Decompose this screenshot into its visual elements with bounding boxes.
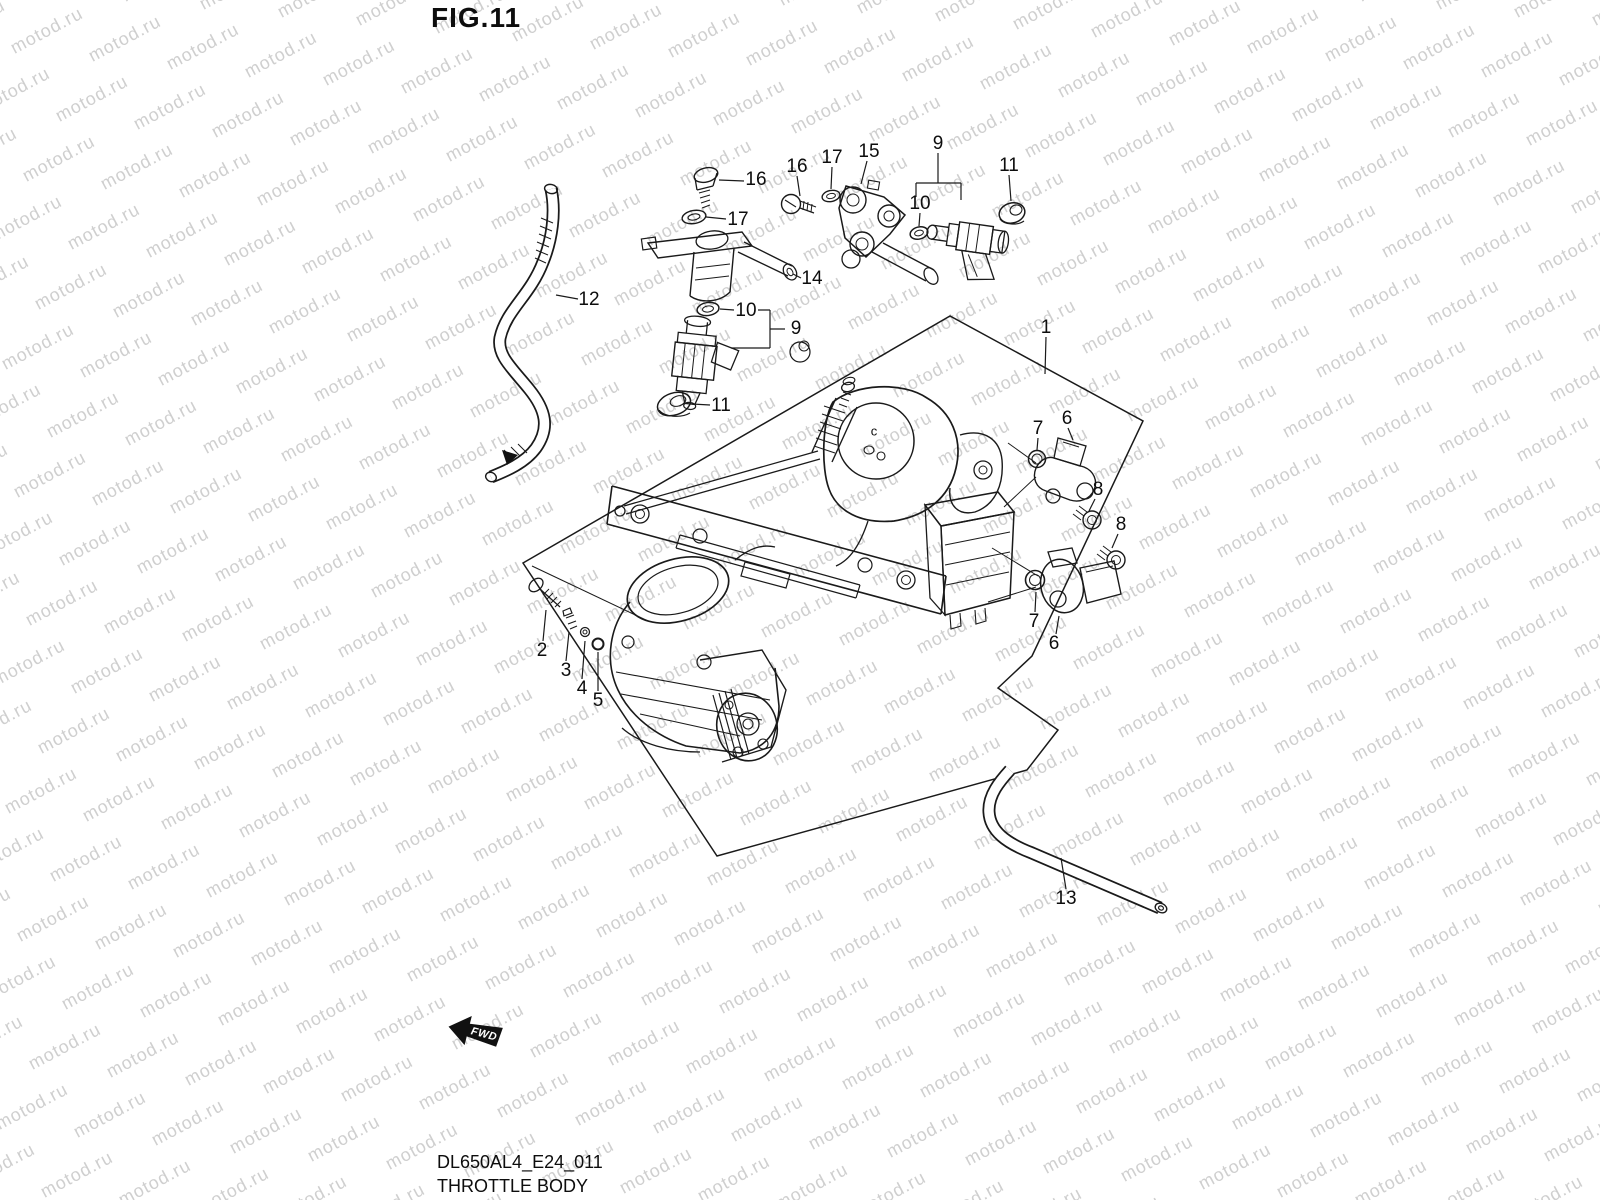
part-callout-12: 12: [578, 289, 599, 310]
o-ring-10-top: [909, 226, 929, 240]
idle-screw-set-2-5: [528, 577, 605, 651]
fuel-pipe-bracket-15: [838, 179, 939, 285]
fuel-hose-12: [484, 183, 560, 484]
part-callout-6: 6: [1062, 408, 1073, 429]
exploded-parts: [528, 166, 1126, 651]
part-callout-10: 10: [909, 193, 930, 214]
part-callout-17: 17: [821, 147, 842, 168]
screw-16-right: [780, 193, 817, 215]
part-callout-16: 16: [786, 156, 807, 177]
part-callout-6: 6: [1049, 633, 1060, 654]
fwd-direction-marker: FWD: [448, 1015, 503, 1047]
fwd-arrow-icon: [448, 1015, 503, 1047]
washer-17-right: [821, 189, 841, 203]
part-callout-8: 8: [1093, 479, 1104, 500]
washer-17-left: [681, 209, 707, 225]
o-ring-10-left: [696, 301, 720, 317]
screw-8-upper: [1072, 505, 1102, 530]
part-callout-4: 4: [577, 678, 588, 699]
footer-figure-name: THROTTLE BODY: [437, 1176, 589, 1196]
injector-9-top: [926, 221, 1010, 281]
part-callout-2: 2: [537, 640, 548, 661]
part-callout-3: 3: [561, 660, 572, 681]
part-callout-11: 11: [711, 395, 731, 416]
throttle-body-main: [606, 340, 1016, 763]
part-callout-13: 13: [1055, 888, 1076, 909]
part-callout-14: 14: [801, 268, 823, 289]
bolt-16-left: [693, 166, 719, 209]
part-callout-9: 9: [791, 318, 802, 339]
part-callout-5: 5: [593, 690, 604, 711]
sensor-6-lower: [1039, 547, 1122, 614]
part-callout-8: 8: [1116, 514, 1127, 535]
part-callout-1: 1: [1041, 317, 1052, 338]
part-callout-15: 15: [858, 141, 879, 162]
part-callout-10: 10: [735, 300, 756, 321]
part-callout-7: 7: [1033, 418, 1044, 439]
grommet-11-top: [998, 202, 1026, 225]
vacuum-hose-13: [982, 765, 1168, 914]
grommet-11-left: [656, 391, 692, 417]
part-callout-16: 16: [745, 169, 766, 190]
footer-document-code: DL650AL4_E24_011: [437, 1152, 603, 1172]
part-callout-17: 17: [727, 209, 748, 230]
screw-8-lower: [1096, 545, 1126, 570]
assembly-frame-outline: [521, 315, 1144, 857]
injector-holder-14: [640, 230, 798, 302]
part-callout-7: 7: [1029, 611, 1040, 632]
figure-title: FIG.11: [431, 2, 522, 33]
part-callout-9: 9: [933, 133, 944, 154]
diagram-mark-c: c: [871, 423, 878, 438]
sensor-6-upper: [1033, 437, 1097, 504]
part-callout-11: 11: [999, 155, 1019, 176]
leader-lines: [531, 153, 1119, 890]
